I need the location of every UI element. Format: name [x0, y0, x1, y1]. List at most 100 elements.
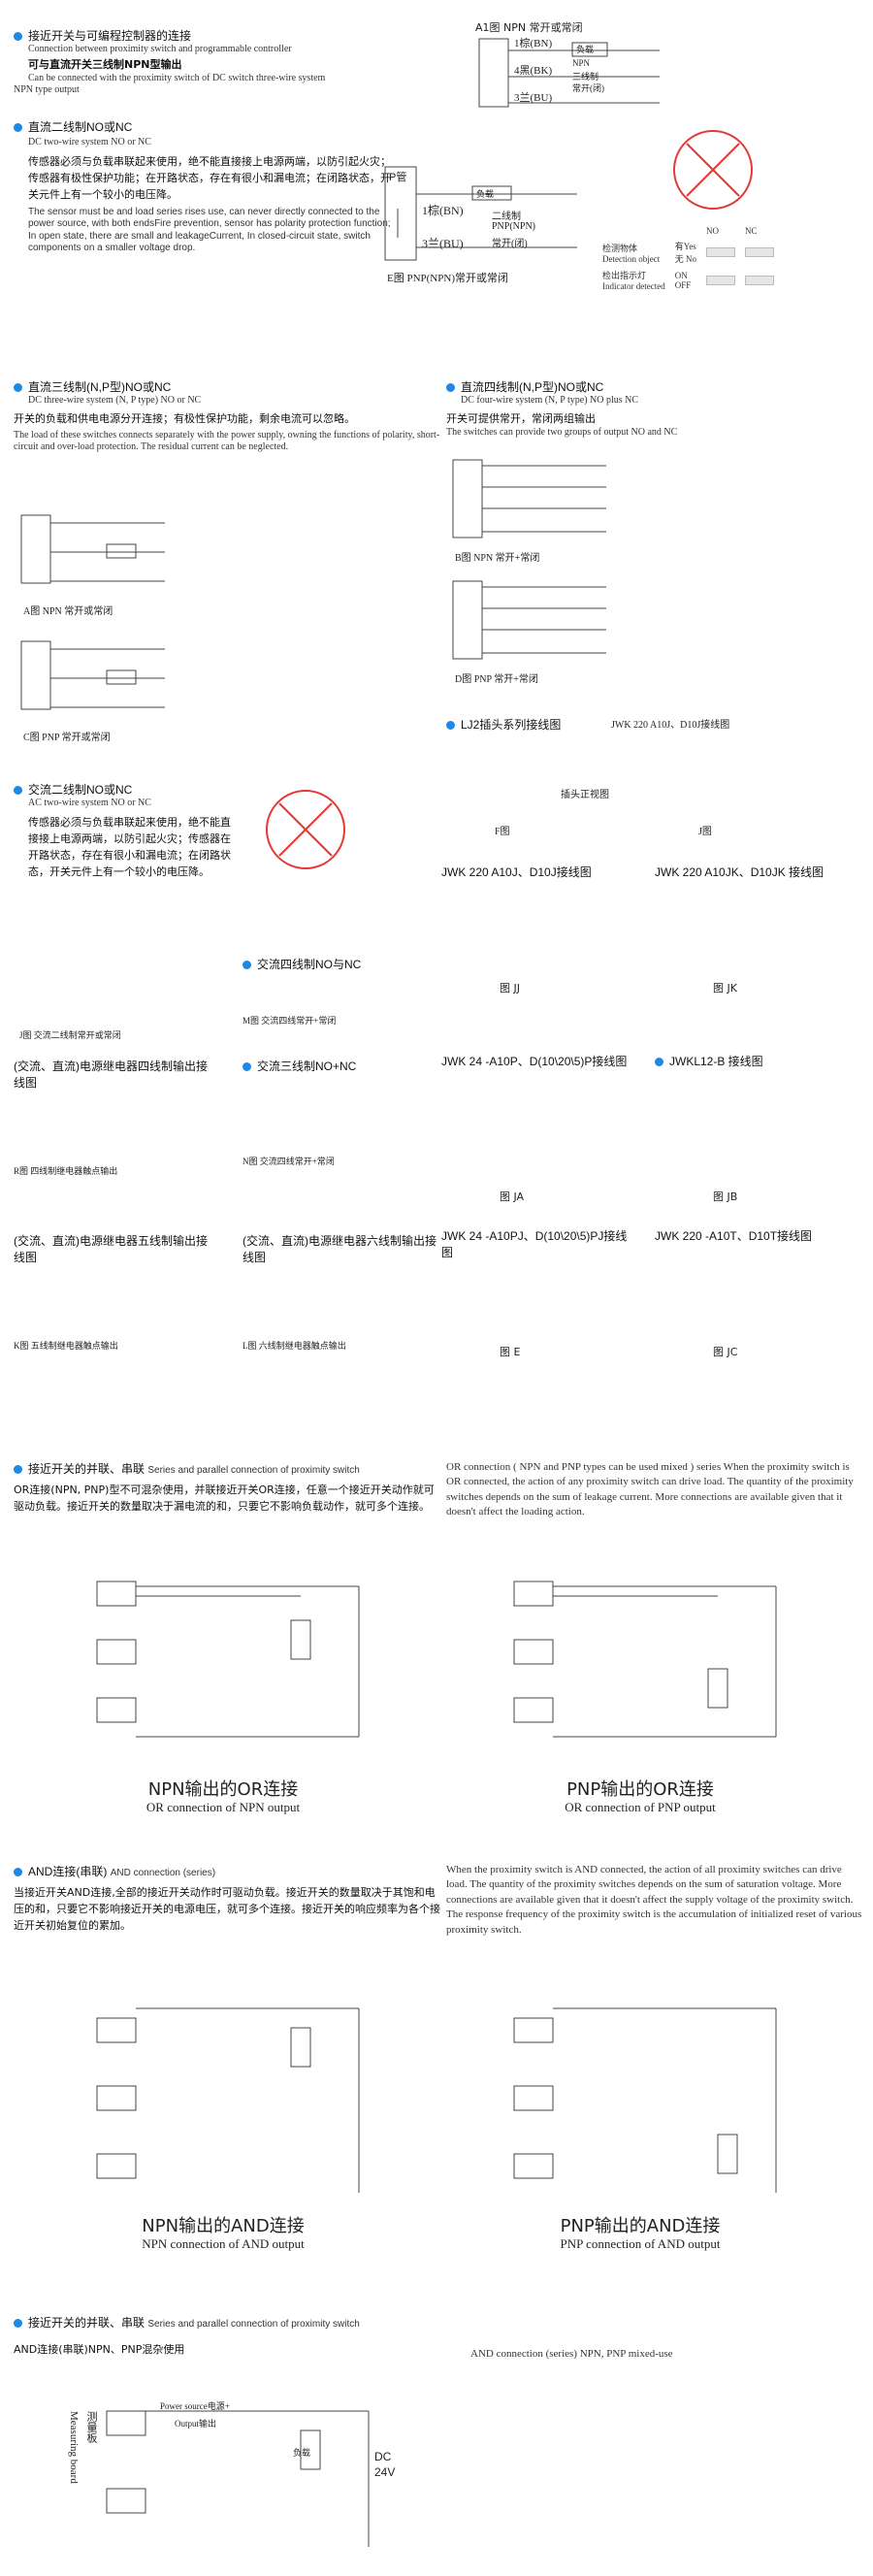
figure-a-npn: A图 NPN 常开或常闭	[19, 509, 175, 626]
no-label: 无 No	[674, 254, 696, 264]
dc2-body-zh: 传感器必须与负载串联起来使用，绝不能直接接上电源两端，以防引起火灾；传感器有极性…	[28, 154, 391, 201]
signal-icon	[744, 247, 774, 258]
jc-title: JWK 220 -A10T、D10T接线图	[655, 1229, 813, 1243]
or-body-en: OR connection ( NPN and PNP types can be…	[446, 1461, 854, 1518]
section-ac3: 交流三线制NO+NC N图 交流四线常开+常闭	[242, 1058, 436, 1166]
out-label: Output输出	[175, 2419, 217, 2429]
on-label: ON	[674, 270, 688, 280]
fig-a1-w2: 4黑(BK)	[514, 65, 553, 77]
plc-title-en: Connection between proximity switch and …	[28, 44, 292, 54]
jk-title: JWK 220 A10JK、D10JK 接线图	[655, 865, 824, 879]
npn-or-title-en: OR connection of NPN output	[146, 1800, 301, 1814]
figure-b-npn: B图 NPN 常开+常闭	[451, 456, 616, 572]
or-body-zh: OR连接(NPN, PNP)型不可混杂使用，并联接近开关OR连接，任意一个接近开…	[14, 1483, 435, 1513]
section-relay6: (交流、直流)电源继电器六线制输出接线图 L图 六线制继电器触点输出	[242, 1232, 436, 1351]
pnp-and-diagram	[485, 1989, 805, 2202]
jwk1-title: JWK 220 A10J、D10J接线图	[611, 720, 730, 731]
fig-ja-caption: 图 JA	[500, 1190, 525, 1203]
lj2-title: LJ2插头系列接线图	[461, 718, 562, 732]
row-indicator-en: Indicator detected	[602, 281, 665, 291]
mix-title-en: Series and parallel connection of proxim…	[147, 2319, 360, 2330]
plc-sub-en2: NPN type output	[14, 84, 80, 96]
section-dc3: 直流三线制(N,P型)NO或NC DC three-wire system (N…	[14, 378, 440, 454]
jj-title: JWK 220 A10J、D10J接线图	[441, 865, 592, 879]
ac2-title: 交流二线制NO或NC	[28, 783, 133, 797]
bullet-icon	[14, 123, 22, 133]
fig-a1-w1: 1棕(BN)	[514, 38, 553, 49]
fig-jk-caption: 图 JK	[713, 982, 737, 995]
board-en-label: Measuring board	[68, 2411, 80, 2484]
mix-title: 接近开关的并联、串联	[28, 2316, 146, 2330]
relay6-title: (交流、直流)电源继电器六线制输出接线图	[242, 1234, 436, 1264]
plug-label: 插头正视图	[561, 790, 609, 800]
fig-e-w1: 1棕(BN)	[422, 204, 464, 217]
row-object: 检测物体	[602, 243, 638, 253]
fig-jj-caption: 图 JJ	[500, 982, 520, 995]
ps-label: Power source电源+	[160, 2401, 230, 2411]
relay5-title: (交流、直流)电源继电器五线制输出接线图	[14, 1234, 208, 1264]
section-ac4: 交流四线制NO与NC M图 交流四线常开+常闭	[242, 956, 436, 1026]
sensor-box	[478, 38, 509, 108]
fig-j2-caption: J图 交流二线制常开或常闭	[19, 1030, 121, 1040]
dc3-title: 直流三线制(N,P型)NO或NC	[28, 380, 172, 394]
section-dc4: 直流四线制(N,P型)NO或NC DC four-wire system (N,…	[446, 378, 863, 439]
fig-f-caption: F图	[495, 827, 510, 837]
npn-or-diagram	[68, 1562, 388, 1756]
ac3-title: 交流三线制NO+NC	[257, 1060, 357, 1073]
section-plc: 接近开关与可编程控制器的连接 Connection between proxim…	[14, 27, 421, 97]
dc3-body-zh: 开关的负载和供电电源分开连接；有极性保护功能，剩余电流可以忽略。	[14, 411, 355, 425]
pnp-or-title: PNP输出的OR连接	[566, 1779, 714, 1800]
relay4-title: (交流、直流)电源继电器四线制输出接线图	[14, 1060, 208, 1090]
ac2-body-zh: 传感器必须与负载串联起来使用，绝不能直接接上电源两端，以防引起火灾；传感器在开路…	[28, 815, 231, 878]
jb-title: JWKL12-B 接线图	[669, 1055, 763, 1068]
section-plc-title: 接近开关与可编程控制器的连接	[14, 27, 421, 44]
plc-title-text: 接近开关与可编程控制器的连接	[28, 29, 192, 43]
fig-e-t1: 二线制	[492, 212, 521, 222]
plc-sub: 可与直流开关三线制NPN型输出	[28, 57, 182, 71]
dc4-body-zh: 开关可提供常开，常闭两组输出	[446, 411, 596, 425]
bullet-icon	[446, 721, 455, 731]
dc2-title-en: DC two-wire system NO or NC	[28, 137, 151, 147]
yes-label: 有Yes	[674, 242, 696, 251]
dc3-title-en: DC three-wire system (N, P type) NO or N…	[28, 395, 202, 406]
bullet-icon	[14, 1868, 22, 1877]
fig-e-t3: 常开(闭)	[492, 239, 528, 249]
and-body-zh: 当接近开关AND连接,全部的接近开关动作时可驱动负载。接近开关的数量取决于其饱和…	[14, 1885, 440, 1932]
section-ac2: 交流二线制NO或NC AC two-wire system NO or NC 传…	[14, 781, 237, 880]
fig-l-caption: L图 六线制继电器触点输出	[242, 1341, 346, 1351]
series-title: 接近开关的并联、串联	[28, 1462, 146, 1476]
fig-e-caption: E图 PNP(NPN)常开或常闭	[387, 273, 508, 284]
fig-k-caption: K图 五线制继电器触点输出	[14, 1341, 118, 1351]
row-object-en: Detection object	[602, 253, 661, 264]
fig-a1-w3: 3兰(BU)	[514, 92, 553, 104]
series-title-en: Series and parallel connection of proxim…	[147, 1465, 360, 1476]
fig-e2-caption: 图 E	[500, 1346, 521, 1358]
figure-d-pnp: D图 PNP 常开+常闭	[451, 577, 616, 694]
dc2-title-text: 直流二线制NO或NC	[28, 120, 133, 134]
pnp-or-diagram	[485, 1562, 805, 1756]
pnp-and-title-en: PNP connection of AND output	[560, 2236, 721, 2251]
pnp-and-title: PNP输出的AND连接	[560, 2216, 721, 2236]
dc4-title: 直流四线制(N,P型)NO或NC	[461, 380, 604, 394]
bullet-icon	[242, 1062, 251, 1072]
board-zh-label: 测量板	[85, 2411, 97, 2443]
section-relay4: (交流、直流)电源继电器四线制输出接线图 R图 四线制继电器触点输出	[14, 1058, 208, 1176]
fig-j-caption: J图	[698, 827, 712, 837]
bullet-icon	[14, 32, 22, 42]
bullet-icon	[655, 1058, 663, 1067]
figure-a1: A1图 NPN 常开或常闭 1棕(BN) 4黑(BK) 3兰(BU) 负载 NP…	[475, 19, 689, 126]
fig-a1-t2: 三线制	[572, 72, 599, 82]
ac4-title: 交流四线制NO与NC	[257, 958, 362, 971]
dc2-title: 直流二线制NO或NC	[14, 118, 392, 135]
section-relay5: (交流、直流)电源继电器五线制输出接线图 K图 五线制继电器触点输出	[14, 1232, 208, 1351]
forbidden-icon	[669, 126, 757, 213]
fig-a1-diagram	[478, 38, 660, 108]
fig-a1-title: A1图 NPN 常开或常闭	[475, 21, 583, 34]
load-box	[571, 42, 608, 57]
dc4-body-en: The switches can provide two groups of o…	[446, 426, 678, 438]
fig-e-t2: PNP(NPN)	[492, 221, 536, 232]
signal-icon	[744, 275, 774, 285]
fig-a1-load: 负载	[576, 45, 595, 54]
forbidden-icon-ac	[262, 786, 349, 873]
ja-title: JWK 24 -A10P、D(10\20\5)P接线图	[441, 1055, 628, 1068]
